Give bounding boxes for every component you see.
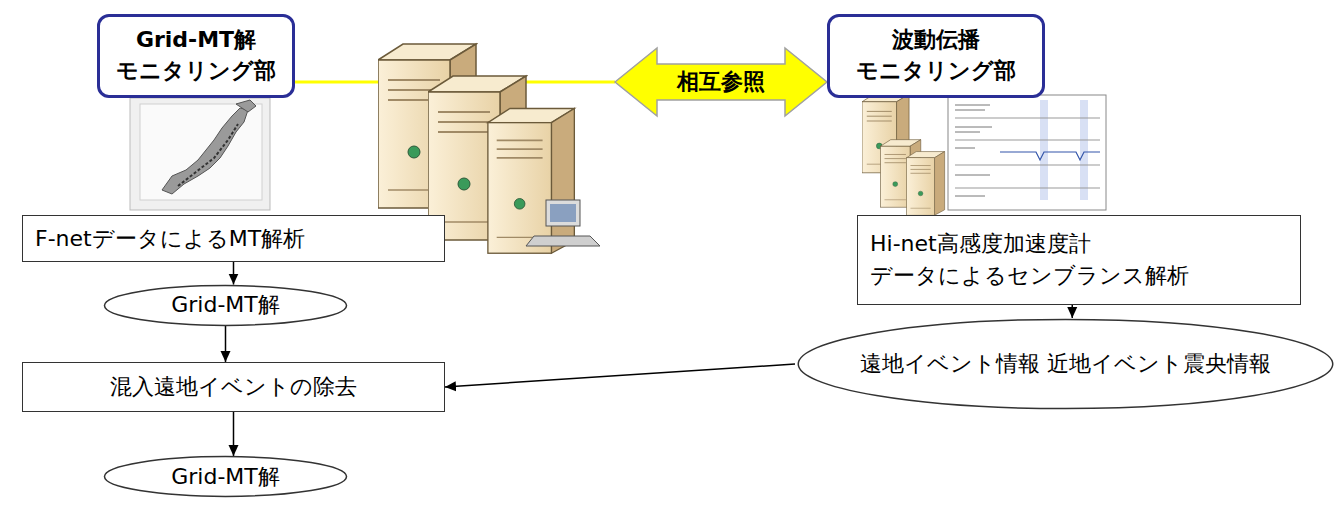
flow-arrow xyxy=(233,412,235,456)
text-group: Grid-MT解 モニタリング部 xyxy=(108,25,284,87)
text-group: 混入遠地イベントの除去 xyxy=(110,371,357,403)
monitoring-title-box: Grid-MT解 モニタリング部 xyxy=(97,14,295,98)
text-group: Grid-MT解 xyxy=(171,462,280,492)
process-box: 混入遠地イベントの除去 xyxy=(22,362,445,412)
data-ellipse: Grid-MT解 xyxy=(103,285,348,326)
mutual-reference-arrow xyxy=(295,48,827,116)
text-group: 波動伝播 モニタリング部 xyxy=(838,25,1034,87)
flow-arrow xyxy=(445,364,795,387)
text-group: Hi-net高感度加速度計 データによるセンブランス解析 xyxy=(870,228,1288,292)
text-group: F-netデータによるMT解析 xyxy=(35,223,305,255)
node-text: Grid-MT解 モニタリング部 xyxy=(108,25,284,87)
process-box: Hi-net高感度加速度計 データによるセンブランス解析 xyxy=(857,215,1301,305)
text-group: Grid-MT解 xyxy=(171,290,280,320)
monitoring-title-box: 波動伝播 モニタリング部 xyxy=(827,14,1045,98)
flow-arrow xyxy=(225,326,227,363)
process-box: F-netデータによるMT解析 xyxy=(22,215,445,262)
japan-map-image xyxy=(130,98,270,210)
node-text: 波動伝播 モニタリング部 xyxy=(838,25,1034,87)
node-text: 混入遠地イベントの除去 xyxy=(110,371,357,403)
edge-label: 相互参照 xyxy=(677,67,765,97)
waveform-chart-image xyxy=(948,95,1106,210)
node-text: 遠地イベント情報 近地イベント震央情報 xyxy=(860,349,1271,379)
data-ellipse: Grid-MT解 xyxy=(103,456,348,497)
server-illustration xyxy=(862,94,945,215)
data-ellipse: 遠地イベント情報 近地イベント震央情報 xyxy=(795,318,1336,410)
node-text: F-netデータによるMT解析 xyxy=(35,223,305,255)
node-text: Grid-MT解 xyxy=(171,290,280,320)
node-text: Grid-MT解 xyxy=(171,462,280,492)
text-group: 遠地イベント情報 近地イベント震央情報 xyxy=(860,349,1271,379)
node-text: Hi-net高感度加速度計 データによるセンブランス解析 xyxy=(870,228,1288,292)
flow-arrow xyxy=(1072,305,1074,318)
flow-arrow xyxy=(233,262,235,285)
